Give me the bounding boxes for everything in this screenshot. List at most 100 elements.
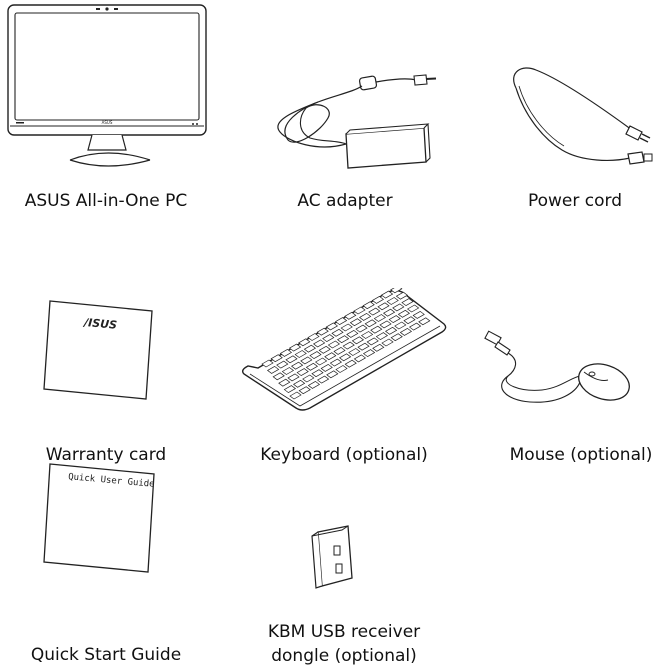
keyboard-key [418, 317, 431, 326]
keyboard-key [307, 380, 321, 389]
keyboard-key [329, 358, 343, 367]
keyboard-illustration [238, 288, 450, 413]
keyboard-key [322, 334, 335, 343]
keyboard-key [357, 342, 370, 351]
quick-start-guide-label: Quick Start Guide [30, 645, 182, 665]
keyboard-key [283, 385, 297, 394]
keyboard-key [276, 360, 289, 369]
keyboard-key [394, 321, 407, 330]
keyboard-key [290, 361, 304, 370]
warranty-card-illustration: /ISUS [40, 295, 160, 405]
keyboard-key [305, 362, 319, 371]
keyboard-key [401, 298, 414, 307]
keyboard-key [298, 386, 311, 395]
keyboard-key [355, 324, 368, 333]
keyboard-key [266, 365, 280, 374]
keyboard-key [377, 302, 390, 311]
keyboard-key [287, 373, 300, 382]
keyboard-key [326, 370, 339, 379]
power-cord-illustration [502, 58, 662, 178]
keyboard-key [331, 328, 344, 337]
mouse-illustration [480, 330, 660, 420]
keyboard-key [298, 338, 311, 347]
keyboard-key [370, 325, 383, 334]
keyboard-key [353, 306, 366, 315]
keyboard-key [334, 317, 348, 326]
keyboard-key [336, 335, 350, 344]
keyboard-key [372, 343, 385, 352]
keyboard-key [395, 291, 409, 300]
keyboard-key [371, 295, 385, 304]
keyboard-key [392, 303, 405, 312]
keyboard-key [353, 354, 367, 363]
keyboard-key [384, 326, 398, 335]
ac-adapter-label: AC adapter [297, 191, 393, 211]
keyboard-key [382, 308, 396, 317]
keyboard-key [344, 359, 357, 368]
keyboard-key [358, 312, 372, 321]
keyboard-key [292, 379, 306, 388]
keyboard-key [351, 336, 365, 345]
keyboard-key [314, 357, 328, 366]
keyboard-key [296, 368, 309, 377]
keyboard-key [364, 319, 377, 328]
power-cord-label: Power cord [527, 191, 623, 211]
keyboard-key [344, 311, 357, 320]
aio-logo-text: ASUS [102, 120, 113, 125]
keyboard-key [307, 333, 320, 341]
keyboard-key [327, 340, 341, 349]
keyboard-key [338, 353, 352, 362]
keyboard-key [349, 318, 363, 327]
keyboard-key [309, 351, 322, 360]
keyboard-key [408, 322, 422, 331]
keyboard-key [316, 327, 329, 336]
keyboard-key [348, 348, 361, 356]
keyboard-key [406, 304, 420, 313]
aio-pc-label: ASUS All-in-One PC [24, 191, 188, 211]
keyboard-key [325, 322, 339, 331]
keyboard-key [342, 341, 355, 350]
keyboard-key [390, 333, 403, 342]
keyboard-key [279, 348, 293, 357]
aio-pc-illustration: ASUS [0, 0, 212, 175]
keyboard-key [375, 332, 389, 341]
keyboard-key [285, 355, 298, 364]
keyboard-key [272, 372, 285, 381]
keyboard-key [281, 367, 295, 375]
usb-receiver-label-line2: dongle (optional) [271, 646, 417, 666]
keyboard-key [368, 307, 381, 316]
keyboard-key [346, 329, 359, 338]
usb-receiver-label-line1: KBM USB receiver [267, 622, 421, 642]
keyboard-key [412, 310, 425, 319]
warranty-logo-text: /ISUS [82, 316, 118, 332]
keyboard-key [399, 327, 413, 336]
keyboard-key [270, 354, 283, 363]
keyboard-key [386, 297, 399, 305]
keyboard-key [362, 301, 375, 310]
keyboard-key [311, 369, 324, 378]
keyboard-key [312, 339, 326, 348]
keyboard-key [318, 345, 331, 354]
usb-receiver-label: KBM USB receiver dongle (optional) [238, 620, 450, 668]
keyboard-key [380, 290, 394, 299]
keyboard-key [388, 315, 401, 324]
warranty-card-label: Warranty card [45, 445, 167, 465]
ac-adapter-illustration [258, 62, 438, 172]
keyboard-key [366, 337, 379, 346]
keyboard-key [320, 363, 333, 372]
keyboard-key [289, 391, 302, 400]
keyboard-key [362, 349, 376, 358]
quick-start-guide-illustration: Quick User Guide [40, 460, 165, 575]
keyboard-key [379, 320, 392, 329]
keyboard-label: Keyboard (optional) [260, 445, 428, 465]
keyboard-key [278, 378, 291, 387]
keyboard-key [288, 343, 302, 352]
keyboard-key [316, 375, 330, 384]
keyboard-key [333, 346, 346, 355]
mouse-label: Mouse (optional) [509, 445, 653, 465]
usb-receiver-illustration [306, 516, 366, 596]
keyboard-key [261, 359, 274, 368]
keyboard-key [300, 356, 313, 365]
keyboard-key [373, 314, 387, 322]
keyboard-key [294, 350, 307, 358]
